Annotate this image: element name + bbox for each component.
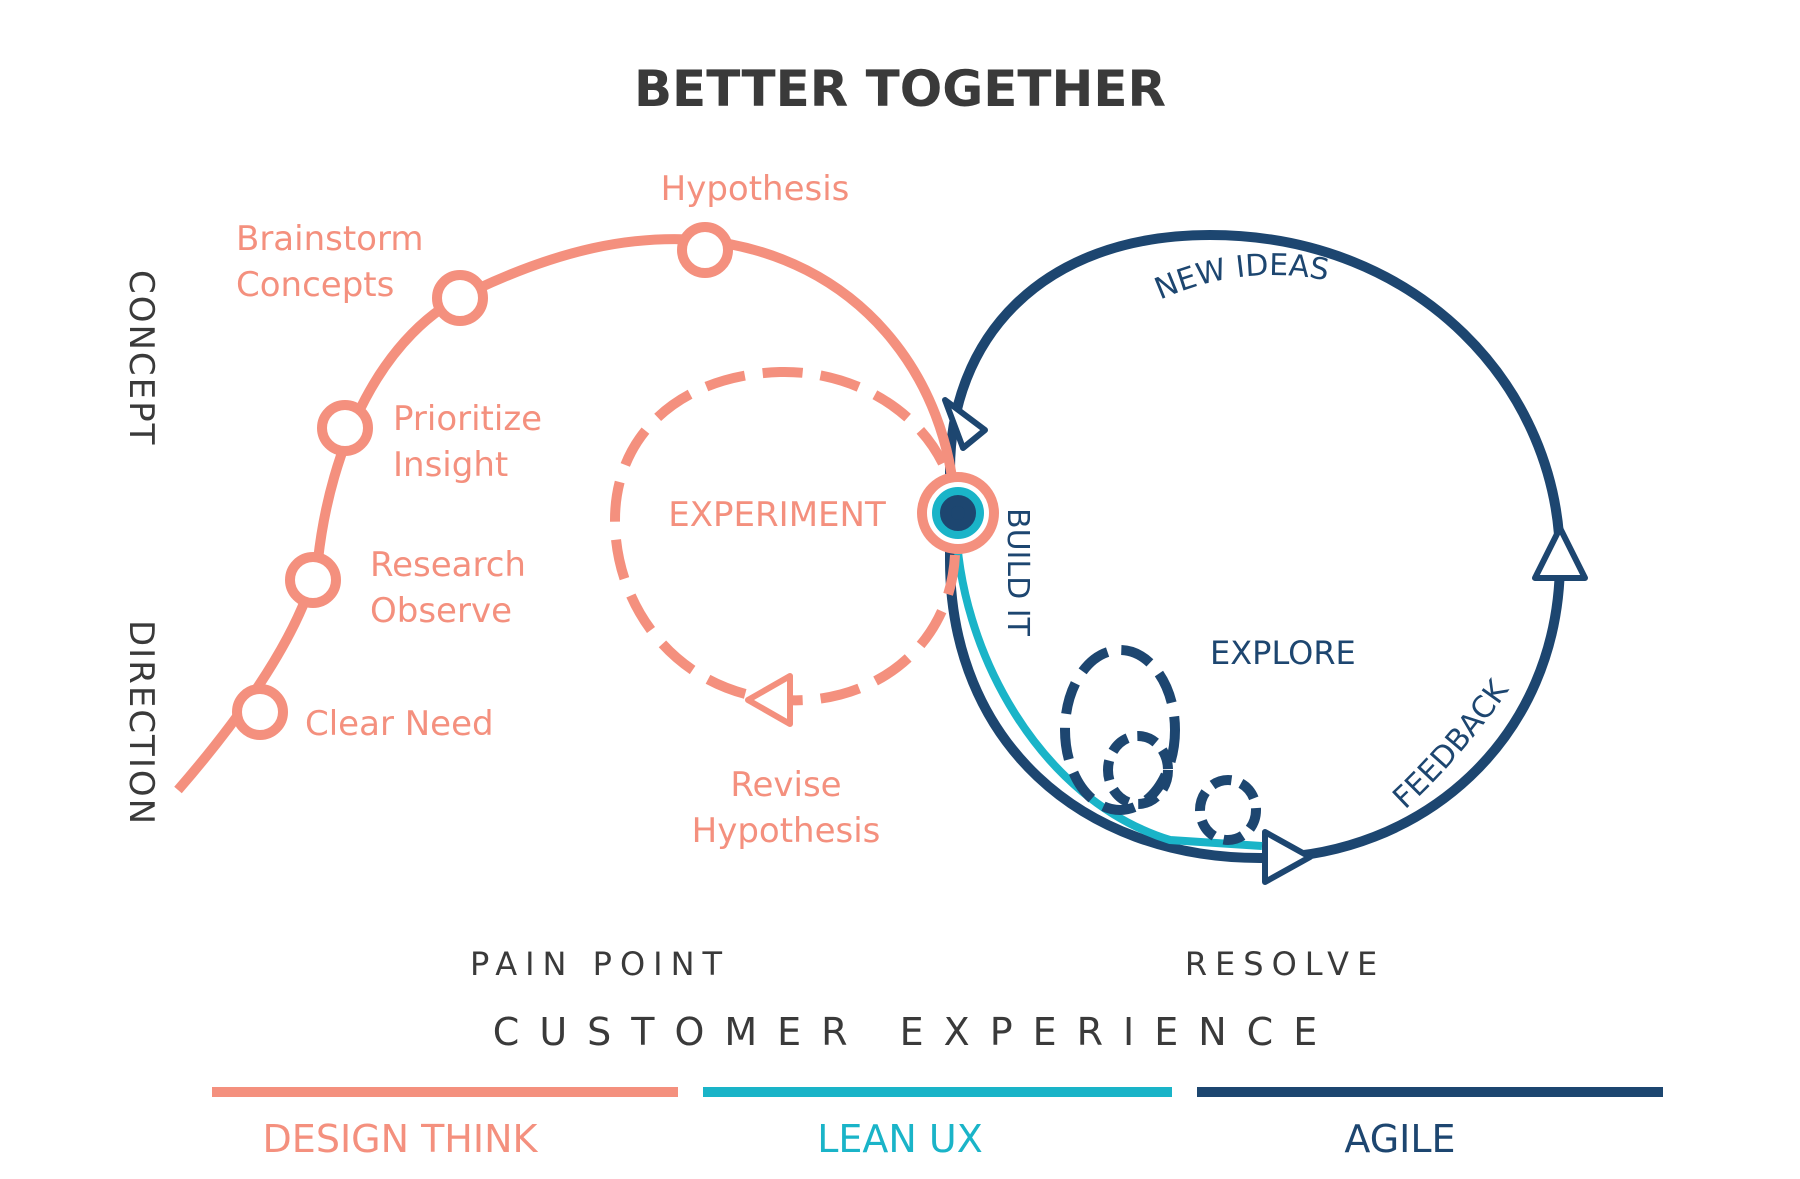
agile-arrow-right-icon [1532, 525, 1588, 581]
axis-label-pain-point: PAIN POINT [470, 945, 730, 983]
agile-loop [945, 229, 1566, 864]
axis-label-concept: CONCEPT [121, 270, 161, 446]
axis-label-direction: DIRECTION [121, 620, 161, 826]
node-hypothesis [677, 222, 733, 278]
label-revise-hypothesis: Hypothesis [692, 811, 881, 851]
revise-arrow-icon [745, 673, 793, 727]
label-new-ideas: NEW IDEAS [1150, 248, 1332, 307]
label-explore: EXPLORE [1210, 634, 1356, 672]
label-research: Research [370, 545, 526, 585]
node-prioritize-insight [317, 400, 373, 456]
legend-label-design-think: DESIGN THINK [263, 1117, 539, 1161]
label-hypothesis: Hypothesis [661, 169, 850, 209]
node-research-observe [285, 552, 341, 608]
node-brainstorm-concepts [432, 270, 488, 326]
diagram-title: BETTER TOGETHER [634, 60, 1166, 118]
label-revise: Revise [730, 765, 841, 805]
axis-label-resolve: RESOLVE [1185, 945, 1385, 983]
label-insight: Insight [393, 445, 508, 485]
junction-node-center [951, 506, 965, 520]
agile-arrow-top-icon [942, 397, 988, 451]
lean-ux-path [952, 519, 1263, 850]
experiment-loop [609, 366, 960, 706]
label-experiment: EXPERIMENT [668, 495, 886, 535]
label-prioritize: Prioritize [393, 399, 542, 439]
label-brainstorm: Brainstorm [236, 219, 423, 259]
explore-loop-medium [1103, 731, 1173, 809]
label-observe: Observe [370, 591, 512, 631]
legend-label-lean-ux: LEAN UX [817, 1117, 983, 1161]
explore-loop-small [1195, 775, 1261, 845]
node-clear-need [232, 684, 288, 740]
explore-loop-large [1060, 645, 1180, 815]
label-clear-need: Clear Need [305, 704, 494, 744]
legend-label-agile: AGILE [1344, 1117, 1455, 1161]
agile-arrow-bottom-icon [1262, 829, 1313, 885]
axis-label-customer-experience: CUSTOMER EXPERIENCE [493, 1010, 1337, 1054]
label-build-it: BUILD IT [1000, 508, 1035, 637]
label-concepts: Concepts [236, 265, 394, 305]
